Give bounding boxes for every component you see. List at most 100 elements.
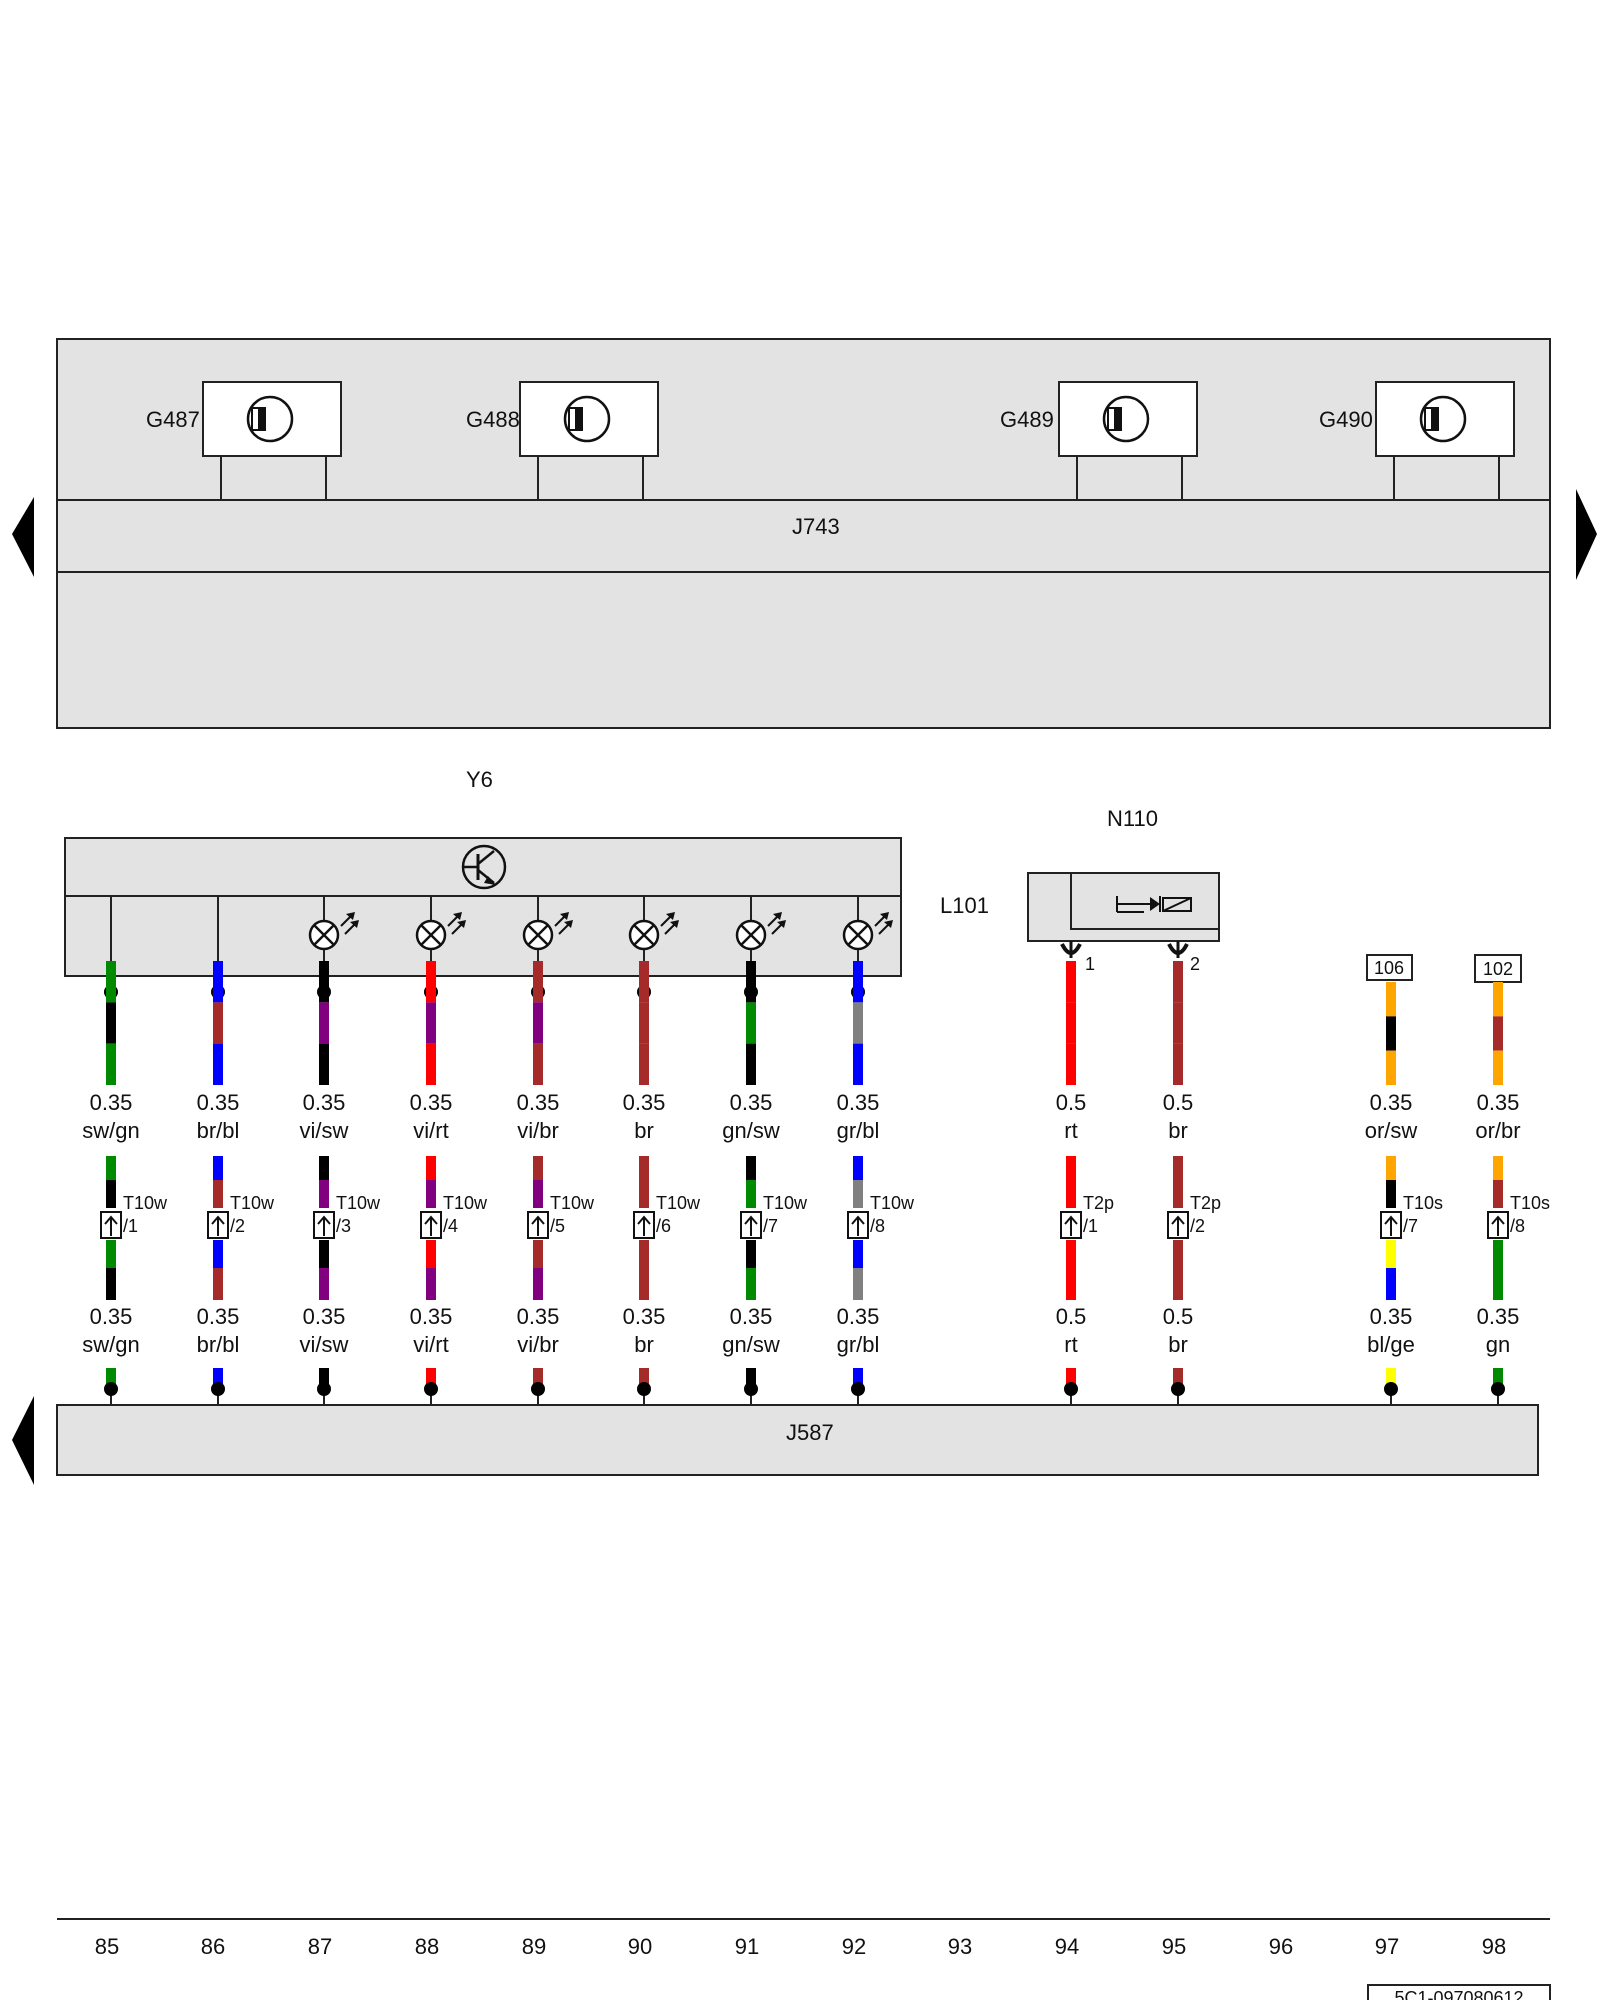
doc-code: 5C1-097080612	[1394, 1988, 1523, 2000]
junction-dot	[851, 1382, 865, 1396]
wire-size-label: 0.5	[1163, 1090, 1194, 1115]
connector-pin: /8	[870, 1216, 885, 1236]
connector-pin: /1	[1083, 1216, 1098, 1236]
column-number: 96	[1269, 1934, 1293, 1959]
connector-icon	[1167, 1211, 1189, 1239]
wire-size-label: 0.35	[730, 1090, 773, 1115]
sensor-g490: G490	[1319, 381, 1515, 500]
sensor-g489: G489	[1000, 381, 1198, 500]
wire-color-label: gr/bl	[837, 1332, 880, 1357]
wire-color-label: bl/ge	[1367, 1332, 1415, 1357]
wire-size-label: 0.35	[197, 1090, 240, 1115]
n110-unit: N110 1 2	[1027, 806, 1220, 974]
connector-pin: /4	[443, 1216, 458, 1236]
wire-size-label: 0.35	[197, 1304, 240, 1329]
connector-icon	[1380, 1211, 1402, 1239]
wire-color-label: gn	[1486, 1332, 1510, 1357]
lamp-led-icon	[522, 912, 573, 951]
junction-dot	[104, 1382, 118, 1396]
connector-icon	[527, 1211, 549, 1239]
column-number: 97	[1375, 1934, 1399, 1959]
continue-left-top-arrow-icon	[12, 497, 34, 577]
column-number: 86	[201, 1934, 225, 1959]
wire-size-label: 0.35	[623, 1304, 666, 1329]
connector-name: T2p	[1083, 1193, 1114, 1213]
ref-box-102-label: 102	[1483, 959, 1513, 979]
connector-pin: /7	[1403, 1216, 1418, 1236]
connector-pin: /5	[550, 1216, 565, 1236]
sensor-label: G490	[1319, 407, 1373, 432]
connector-name: T10w	[123, 1193, 168, 1213]
ref-box-106: 106	[1366, 954, 1413, 981]
junction-dot	[531, 1382, 545, 1396]
wire-color-label: vi/br	[517, 1118, 559, 1143]
sensor-box	[1375, 381, 1515, 457]
wire-size-label: 0.5	[1056, 1304, 1087, 1329]
lamp-led-icon	[415, 912, 466, 951]
junction-dot	[424, 1382, 438, 1396]
wire-size-label: 0.35	[1477, 1090, 1520, 1115]
column-number: 98	[1482, 1934, 1506, 1959]
connector-name: T10w	[550, 1193, 595, 1213]
wire-color-label: br	[1168, 1118, 1188, 1143]
wire-color-label: rt	[1064, 1332, 1077, 1357]
column-number: 95	[1162, 1934, 1186, 1959]
connector-name: T10w	[763, 1193, 808, 1213]
connector-name: T10s	[1510, 1193, 1550, 1213]
junction-dot	[211, 1382, 225, 1396]
connector-icon	[1487, 1211, 1509, 1239]
junction-dot	[1384, 1382, 1398, 1396]
sensor-label: G487	[146, 407, 200, 432]
wire-color-label: vi/sw	[300, 1118, 349, 1143]
wire-color-label: sw/gn	[82, 1332, 139, 1357]
wire-size-label: 0.35	[837, 1090, 880, 1115]
wire-color-label: vi/rt	[413, 1332, 448, 1357]
lamp-led-icon	[628, 912, 679, 951]
wire-color-label: br	[1168, 1332, 1188, 1357]
n110-inner-box	[1070, 872, 1220, 930]
continue-right-top-arrow-icon	[1576, 489, 1597, 580]
junction-dot	[317, 1382, 331, 1396]
wire-size-label: 0.35	[90, 1304, 133, 1329]
sensor-box	[1058, 381, 1198, 457]
wire-size-label: 0.35	[517, 1090, 560, 1115]
wire-size-label: 0.5	[1163, 1304, 1194, 1329]
j587-unit: J587	[56, 1404, 1539, 1476]
connector-icon	[100, 1211, 122, 1239]
connector-icon	[207, 1211, 229, 1239]
connector-icon	[420, 1211, 442, 1239]
photo-sensor-icon	[1419, 395, 1467, 443]
wire-color-label: rt	[1064, 1118, 1077, 1143]
connector-pin: /1	[123, 1216, 138, 1236]
junction-dot	[1491, 1382, 1505, 1396]
column-number: 94	[1055, 1934, 1079, 1959]
connector-icon	[633, 1211, 655, 1239]
column-number: 90	[628, 1934, 652, 1959]
j587-label: J587	[786, 1420, 834, 1445]
column-number: 93	[948, 1934, 972, 1959]
wire-size-label: 0.35	[90, 1090, 133, 1115]
connector-name: T2p	[1190, 1193, 1221, 1213]
wire-size-label: 0.35	[410, 1304, 453, 1329]
connector-icon	[1060, 1211, 1082, 1239]
connector-name: T10w	[443, 1193, 488, 1213]
wire-color-label: vi/br	[517, 1332, 559, 1357]
wire-color-label: br/bl	[197, 1332, 240, 1357]
column-number: 89	[522, 1934, 546, 1959]
wire-size-label: 0.35	[410, 1090, 453, 1115]
wire-color-label: sw/gn	[82, 1118, 139, 1143]
wire-size-label: 0.35	[303, 1304, 346, 1329]
column-number: 88	[415, 1934, 439, 1959]
wire-color-label: or/br	[1475, 1118, 1520, 1143]
connector-pin: /2	[1190, 1216, 1205, 1236]
sensor-box	[519, 381, 659, 457]
